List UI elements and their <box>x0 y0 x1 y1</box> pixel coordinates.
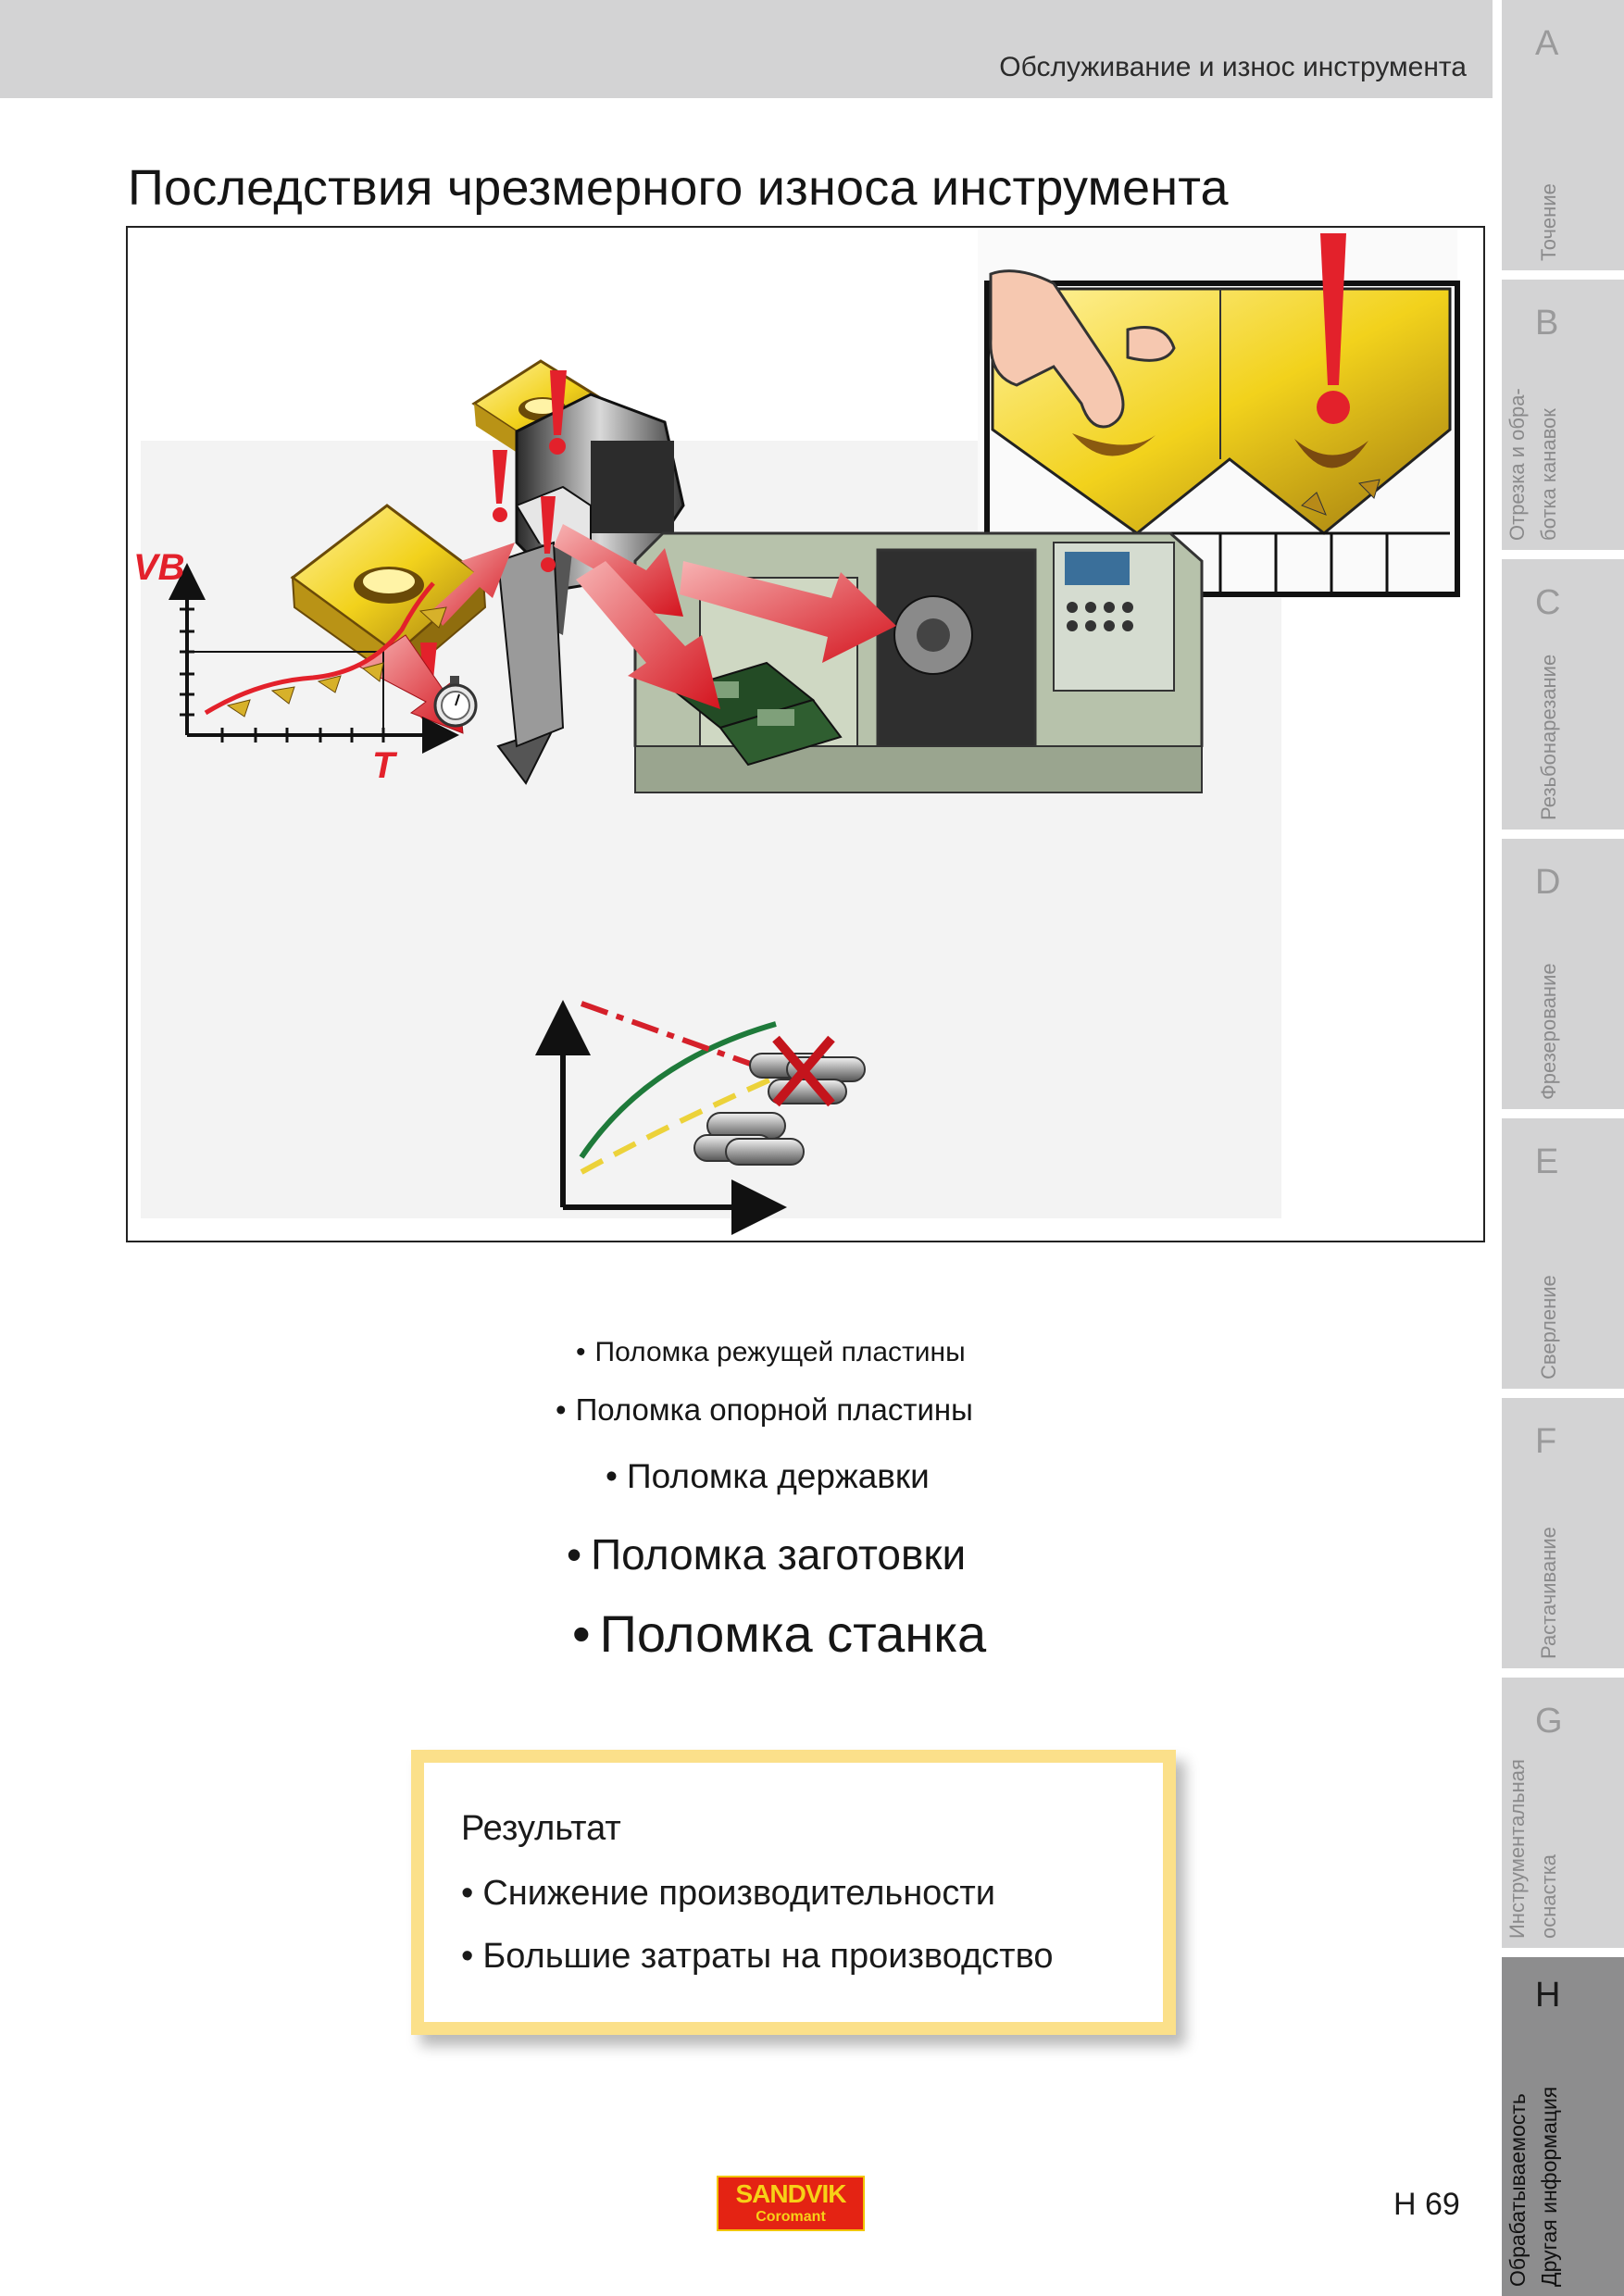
tab-letter: H <box>1535 1976 1561 2015</box>
circuit-boards <box>671 661 843 767</box>
result-box: Результат •Снижение производительности •… <box>411 1750 1176 2035</box>
wear-consequences-illustration: VB T <box>133 230 1460 1235</box>
tab-letter: A <box>1535 24 1559 63</box>
tab-f[interactable]: F Растачивание <box>1502 1398 1624 1668</box>
vb-label: VB <box>133 547 185 588</box>
tab-b[interactable]: B Отрезка и обра- ботка канавок <box>1502 280 1624 550</box>
tab-letter: G <box>1535 1702 1563 1741</box>
result-item: •Большие затраты на производство <box>461 1937 1054 1976</box>
tab-label: Растачивание <box>1537 1527 1560 1659</box>
wear-curve <box>204 581 435 716</box>
consequence-item: •Поломка опорной пластины <box>556 1392 973 1427</box>
warning-exclamation-icon <box>1320 233 1346 385</box>
tab-label: Отрезка и обра- ботка канавок <box>1505 388 1560 541</box>
wear-curve-diagram: VB T <box>133 547 478 786</box>
tab-letter: D <box>1535 863 1561 902</box>
flow-arrows <box>358 524 896 734</box>
result-item: •Снижение производительности <box>461 1874 995 1913</box>
consequence-item: •Поломка режущей пластины <box>576 1337 966 1367</box>
tab-letter: E <box>1535 1142 1559 1181</box>
header-band: Обслуживание и износ инструмента <box>0 0 1493 98</box>
page-number: H 69 <box>1393 2187 1460 2222</box>
sandvik-logo: SANDVIK Coromant <box>717 2176 865 2231</box>
tab-letter: C <box>1535 583 1561 622</box>
stopwatch-icon <box>433 676 478 728</box>
page-title: Последствия чрезмерного износа инструмен… <box>128 160 1229 217</box>
tab-g[interactable]: G Инструментальная оснастка <box>1502 1678 1624 1948</box>
tab-e[interactable]: E Сверление <box>1502 1118 1624 1389</box>
consequence-item: •Поломка державки <box>606 1457 930 1495</box>
production-diagram <box>535 1000 866 1235</box>
illustration-frame: VB T <box>126 226 1485 1242</box>
tab-label: Обрабатываемость Другая информация <box>1505 2086 1561 2287</box>
tab-d[interactable]: D Фрезерование <box>1502 839 1624 1109</box>
tab-letter: F <box>1535 1422 1557 1461</box>
tab-label: Сверление <box>1537 1275 1560 1379</box>
result-title: Результат <box>461 1809 621 1848</box>
consequence-item: •Поломка станка <box>572 1604 987 1663</box>
tab-label: Резьбонарезание <box>1537 654 1560 820</box>
tab-label: Точение <box>1537 183 1560 261</box>
consequence-item: •Поломка заготовки <box>567 1530 967 1578</box>
workpieces <box>693 1035 866 1166</box>
side-tabs: A Точение B Отрезка и обра- ботка канаво… <box>1502 0 1624 2296</box>
section-title: Обслуживание и износ инструмента <box>999 52 1467 82</box>
reject-x-icon <box>772 1035 835 1107</box>
tab-a[interactable]: A Точение <box>1502 0 1624 270</box>
tab-c[interactable]: C Резьбонарезание <box>1502 559 1624 830</box>
tab-letter: B <box>1535 304 1559 343</box>
tab-h[interactable]: H Обрабатываемость Другая информация <box>1502 1957 1624 2296</box>
tab-label: Фрезерование <box>1537 963 1560 1100</box>
t-label: T <box>372 745 398 786</box>
tab-label: Инструментальная оснастка <box>1505 1759 1560 1939</box>
inspection-inset <box>978 230 1460 598</box>
